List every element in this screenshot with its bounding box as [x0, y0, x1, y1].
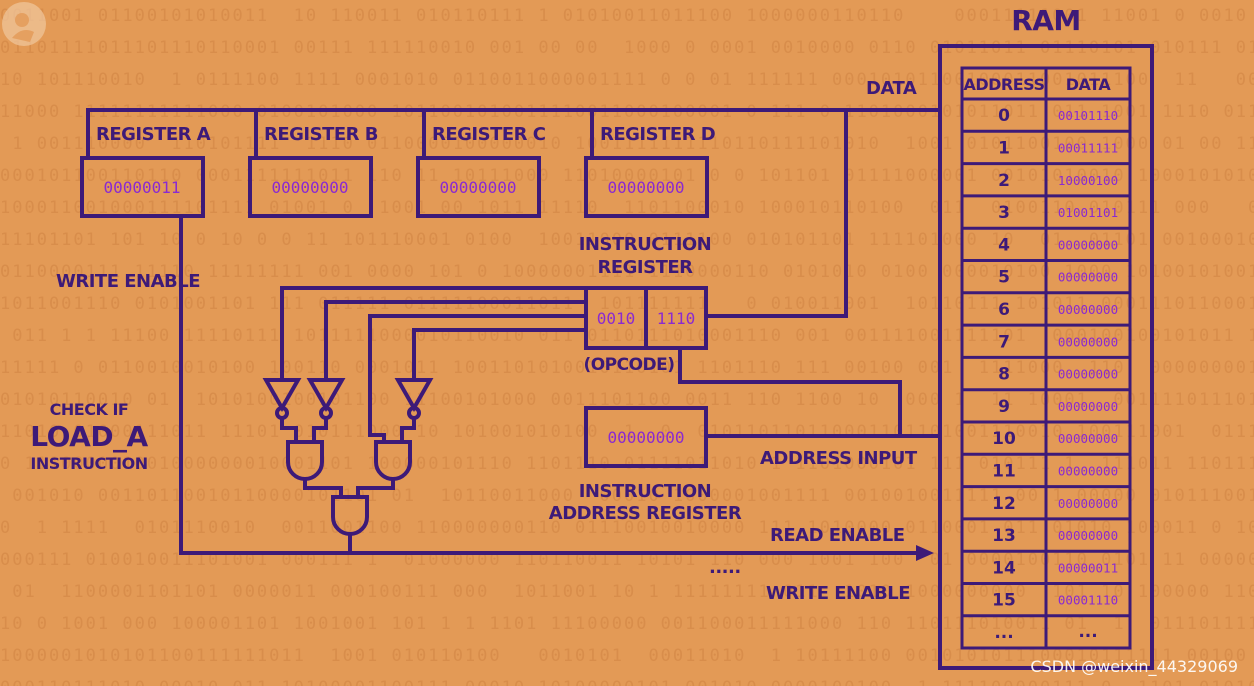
ram-data-cell: 00000000: [1058, 302, 1118, 317]
read-enable-label: READ ENABLE: [770, 525, 905, 546]
ram-data-cell: 00000000: [1058, 237, 1118, 252]
ram-data-cell: 00000000: [1058, 334, 1118, 349]
ram-address-cell: ...: [994, 623, 1013, 643]
load-a-label: LOAD_A: [30, 420, 148, 453]
ram-address-cell: 0: [998, 106, 1010, 126]
ram-address-cell: 15: [992, 591, 1016, 611]
register-a-label: REGISTER A: [96, 124, 211, 145]
ram-data-cell: 01001101: [1058, 205, 1118, 220]
ram-address-cell: 7: [998, 332, 1010, 352]
ram-data-cell: 00000000: [1058, 270, 1118, 285]
instruction-register-title-1: INSTRUCTION: [579, 234, 712, 255]
ram-address-cell: 14: [992, 558, 1016, 578]
register-b-value: 00000000: [271, 178, 348, 197]
read-enable-arrow-icon: [916, 545, 934, 561]
ram-address-cell: 5: [998, 268, 1010, 288]
ram-address-header: ADDRESS: [963, 75, 1044, 94]
write-enable-left-label: WRITE ENABLE: [56, 271, 200, 292]
ram-address-cell: 12: [992, 494, 1016, 514]
ram-data-cell: 10000100: [1058, 173, 1118, 188]
ram-data-cell: 00000011: [1058, 560, 1118, 575]
instruction-label: INSTRUCTION: [30, 454, 147, 473]
check-if-label: CHECK IF: [50, 400, 129, 419]
ram-data-cell: 00101110: [1058, 108, 1118, 123]
instruction-address-title-2: ADDRESS REGISTER: [549, 503, 742, 524]
opcode-value: 0010: [597, 309, 636, 328]
pbs-logo-icon: [2, 2, 46, 46]
ram-data-header: DATA: [1066, 75, 1112, 94]
instruction-address-value: 00000000: [607, 428, 684, 447]
ram-address-cell: 8: [998, 365, 1010, 385]
ram-data-cell: 00000000: [1058, 528, 1118, 543]
ram-address-cell: 11: [992, 461, 1016, 481]
ram-data-cell: 00000000: [1058, 463, 1118, 478]
ram-title: RAM: [1011, 4, 1081, 37]
operand-value: 1110: [657, 309, 696, 328]
ram-address-cell: 6: [998, 300, 1010, 320]
register-c-value: 00000000: [439, 178, 516, 197]
instruction-register-title-2: REGISTER: [597, 257, 693, 278]
ram-address-cell: 9: [998, 397, 1010, 417]
ram-data-cell: 00000000: [1058, 496, 1118, 511]
watermark: CSDN @weixin_44329069: [1030, 657, 1238, 676]
ram-address-cell: 4: [998, 235, 1010, 255]
ram-data-cell: 00000000: [1058, 399, 1118, 414]
register-c-label: REGISTER C: [432, 124, 546, 145]
address-input-label: ADDRESS INPUT: [760, 448, 918, 469]
ram-data-cell: 00011111: [1058, 140, 1118, 155]
ram-table: 0 00101110 1 00011111 2 10000100 3 01001101 4 000…: [962, 97, 1130, 643]
data-bus-label: DATA: [866, 78, 917, 99]
ram-data-cell: 00000000: [1058, 367, 1118, 382]
register-d-label: REGISTER D: [600, 124, 715, 145]
write-enable-right-label: WRITE ENABLE: [766, 583, 910, 604]
ram-data-cell: 00001110: [1058, 593, 1118, 608]
ram-address-cell: 2: [998, 171, 1010, 191]
register-a-value: 00000011: [103, 178, 180, 197]
ram-address-cell: 10: [992, 429, 1016, 449]
ram-data-cell: 00000000: [1058, 431, 1118, 446]
ram-address-cell: 3: [998, 203, 1010, 223]
instruction-address-title-1: INSTRUCTION: [579, 481, 712, 502]
ram-address-cell: 1: [998, 138, 1010, 158]
ram-data-cell: ...: [1078, 622, 1097, 642]
dots-label: .....: [709, 557, 741, 578]
register-b-label: REGISTER B: [264, 124, 378, 145]
register-d-value: 00000000: [607, 178, 684, 197]
opcode-label: (OPCODE): [583, 355, 674, 375]
ram-address-cell: 13: [992, 526, 1016, 546]
